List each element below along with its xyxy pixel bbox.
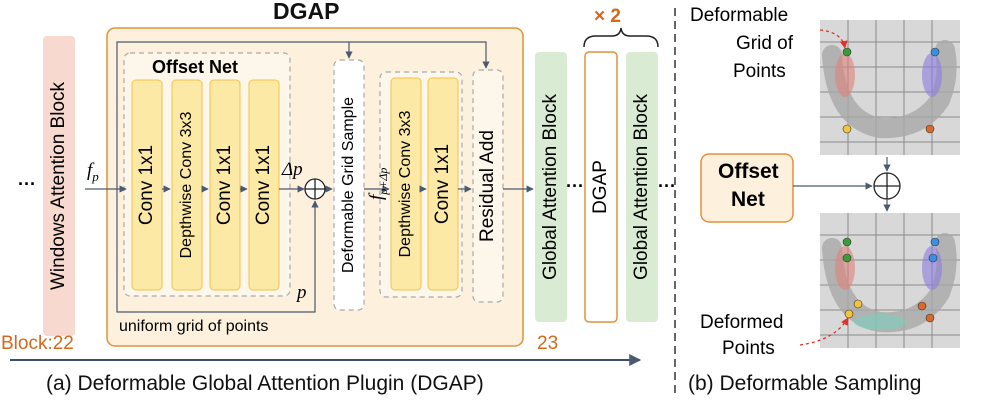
windows-attention-label: Windows Attention Block bbox=[48, 81, 69, 291]
offset-conv1-label: Conv 1x1 bbox=[136, 144, 157, 226]
right-bottom-label-2: Points bbox=[722, 338, 775, 359]
offset-conv2-label: Conv 1x1 bbox=[214, 144, 235, 226]
fpd-label: fp+Δp bbox=[366, 167, 390, 200]
dgap-conv-block bbox=[427, 77, 459, 291]
residual-add-block bbox=[472, 69, 504, 303]
offset-conv2-block bbox=[209, 79, 241, 291]
dots-mid: ··· bbox=[566, 176, 584, 196]
p-line bbox=[116, 189, 319, 313]
dgap-dwconv-block bbox=[390, 77, 422, 291]
offset-net-right-box bbox=[700, 153, 794, 223]
right-top-label-1: Deformable bbox=[690, 5, 789, 26]
offset-dwconv-label: Depthwise Conv 3x3 bbox=[178, 111, 195, 259]
caption-b: (b) Deformable Sampling bbox=[688, 372, 922, 395]
global-attention-block-2 bbox=[626, 52, 658, 322]
grid-sample-block bbox=[333, 59, 365, 311]
offset-net-title: Offset Net bbox=[152, 57, 239, 77]
global-attention-label-1: Global Attention Block bbox=[540, 94, 561, 280]
grid-sample-label: Deformable Grid Sample bbox=[340, 96, 357, 274]
fp-label: fp bbox=[87, 160, 99, 184]
caption-a: (a) Deformable Global Attention Plugin (… bbox=[46, 372, 484, 395]
offset-dwconv-block bbox=[171, 79, 203, 291]
dgap-conv-label: Conv 1x1 bbox=[432, 143, 453, 225]
right-top-label-3: Points bbox=[733, 61, 786, 82]
global-attention-label-2: Global Attention Block bbox=[631, 94, 652, 280]
brace bbox=[583, 27, 659, 48]
offset-conv3-label: Conv 1x1 bbox=[253, 144, 274, 226]
dgap-small-block bbox=[584, 51, 618, 323]
pointer-top bbox=[819, 29, 848, 49]
dots-left: ··· bbox=[18, 174, 36, 194]
dgap-title: DGAP bbox=[273, 0, 340, 24]
p-label: p bbox=[297, 282, 307, 303]
dots-right: ··· bbox=[658, 176, 676, 196]
block-label-right: 23 bbox=[537, 333, 559, 354]
dgap-small-label: DGAP bbox=[590, 160, 611, 214]
right-offset-net-2: Net bbox=[731, 188, 765, 211]
offset-conv1-block bbox=[131, 79, 163, 291]
global-attention-block-1 bbox=[535, 52, 567, 322]
right-bottom-label-1: Deformed bbox=[700, 312, 784, 333]
offset-conv3-block bbox=[248, 79, 280, 291]
windows-attention-block bbox=[43, 36, 75, 336]
delta-p-label: Δp bbox=[282, 159, 303, 180]
grid-image-top bbox=[820, 20, 960, 155]
right-top-label-2: Grid of bbox=[736, 33, 794, 54]
pointer-bottom bbox=[799, 317, 849, 346]
residual-add-label: Residual Add bbox=[477, 130, 498, 242]
right-offset-net-1: Offset bbox=[718, 160, 779, 183]
dgap-dwconv-label: Depthwise Conv 3x3 bbox=[397, 110, 414, 258]
block-label-left: Block:22 bbox=[1, 333, 74, 354]
uniform-grid-label: uniform grid of points bbox=[119, 318, 269, 335]
skip-line-top bbox=[116, 41, 490, 189]
repeat-label: × 2 bbox=[594, 6, 621, 27]
